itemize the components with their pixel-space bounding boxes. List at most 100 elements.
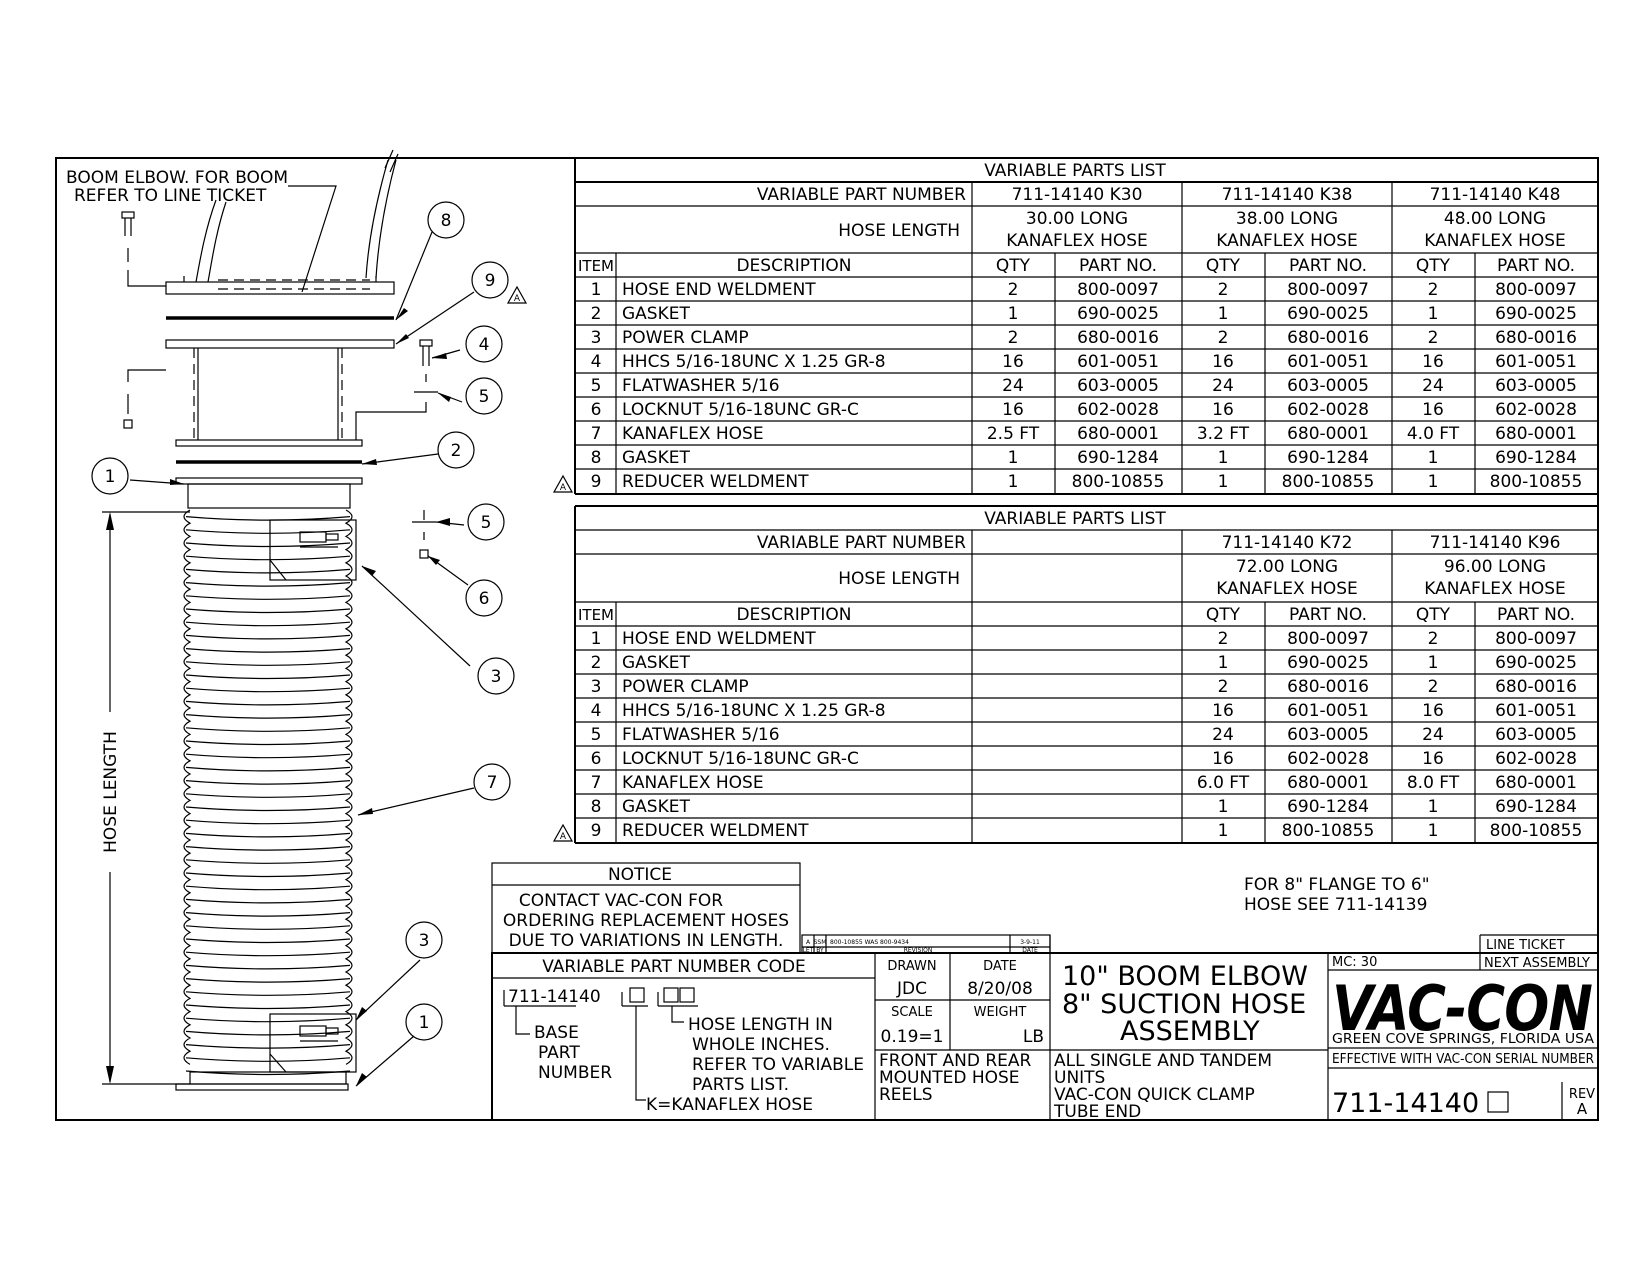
table1-row-cell: 2 [1428, 328, 1439, 348]
svg-text:4: 4 [479, 335, 490, 355]
table1-row-cell: 690-0025 [1495, 304, 1577, 324]
table1-row-item: 6 [591, 400, 602, 420]
top-flange [165, 281, 395, 295]
table1-row-cell: 2 [1008, 280, 1019, 300]
table1-qty-header: QTY [1416, 256, 1451, 276]
balloon-2: 2 [437, 431, 475, 469]
revision-entry-let: A [806, 939, 811, 946]
revision-header-let: LET [803, 947, 814, 954]
vac-con-logo: VAC-CON [1332, 972, 1592, 1045]
vpn-length-label: WHOLE INCHES. [692, 1035, 830, 1055]
table1-row-cell: 2.5 FT [987, 424, 1040, 444]
table1-row-cell: 1 [1428, 448, 1439, 468]
hose-end-weldment-bottom [189, 1071, 347, 1085]
table2-row-cell: 800-10855 [1490, 821, 1583, 841]
table1-row-cell: 680-0016 [1495, 328, 1577, 348]
drawing-number-variant-box [1487, 1091, 1509, 1113]
table2-hose-length-label: HOSE LENGTH [838, 569, 960, 589]
table1-row-cell: 680-0016 [1287, 328, 1369, 348]
table1-row-description: FLATWASHER 5/16 [622, 376, 780, 396]
balloon-3: 3 [477, 657, 515, 695]
balloon-1: 1 [91, 457, 129, 495]
drawn-label: DRAWN [887, 959, 936, 974]
table2-vpn-label: VARIABLE PART NUMBER [757, 533, 966, 553]
table1-row-cell: 602-0028 [1287, 400, 1369, 420]
bolt-icon [121, 211, 166, 287]
table2-row-item: 6 [591, 749, 602, 769]
date-label: DATE [983, 959, 1017, 974]
table1-row-description: KANAFLEX HOSE [622, 424, 764, 444]
table1-qty-header: QTY [1206, 256, 1241, 276]
date-value: 8/20/08 [967, 979, 1033, 999]
table1-row-cell: 1 [1008, 472, 1019, 492]
table2-variant-k96: 711-14140 K96 [1430, 533, 1561, 553]
table1-row-item: 1 [591, 280, 602, 300]
scale-value: 0.19=1 [881, 1027, 944, 1047]
table2-row-description: LOCKNUT 5/16-18UNC GR-C [622, 749, 859, 769]
table1-row-item: 4 [591, 352, 602, 372]
table1-variant-k38: 711-14140 K38 [1222, 185, 1353, 205]
table1-variant-k30: 711-14140 K30 [1012, 185, 1143, 205]
table2-partno-header: PART NO. [1289, 605, 1367, 625]
svg-text:8: 8 [441, 211, 452, 231]
table1-partno-header: PART NO. [1497, 256, 1575, 276]
line-ticket-label: LINE TICKET [1486, 938, 1565, 953]
table2-row-cell: 24 [1212, 725, 1234, 745]
table1-row-cell: 680-0001 [1495, 424, 1577, 444]
table2-row-cell: 24 [1422, 725, 1444, 745]
table1-row-cell: 3.2 FT [1197, 424, 1250, 444]
table1-row-cell: 16 [1422, 400, 1444, 420]
table1-row-cell: 16 [1002, 400, 1024, 420]
table1-row-cell: 2 [1218, 280, 1229, 300]
table1-row-cell: 680-0016 [1077, 328, 1159, 348]
company-location: GREEN COVE SPRINGS, FLORIDA USA [1332, 1032, 1594, 1047]
table2-row-item: 3 [591, 677, 602, 697]
table2-length-k96-line2: KANAFLEX HOSE [1424, 579, 1566, 599]
table1-row-cell: 603-0005 [1287, 376, 1369, 396]
table2-row-cell: 1 [1428, 797, 1439, 817]
table1-row-cell: 16 [1212, 352, 1234, 372]
notice-line3: DUE TO VARIATIONS IN LENGTH. [509, 931, 784, 951]
table2-row-cell: 8.0 FT [1407, 773, 1460, 793]
application-line2: MOUNTED HOSE [879, 1068, 1020, 1088]
table1-row-cell: 800-10855 [1072, 472, 1165, 492]
table2-row-cell: 800-0097 [1495, 629, 1577, 649]
table2-item-header: ITEM [578, 606, 614, 624]
table2-row-cell: 602-0028 [1287, 749, 1369, 769]
balloon-3: 3 [405, 921, 443, 959]
table1-row-cell: 4.0 FT [1407, 424, 1460, 444]
effective-serial-label: EFFECTIVE WITH VAC-CON SERIAL NUMBER [1332, 1052, 1594, 1067]
svg-text:1: 1 [419, 1013, 430, 1033]
table2-row-item: 4 [591, 701, 602, 721]
table1-variant-k48: 711-14140 K48 [1430, 185, 1561, 205]
table1-row-cell: 690-1284 [1077, 448, 1159, 468]
revision-flag-row9: A [552, 474, 574, 493]
boom-elbow-callout-line2: REFER TO LINE TICKET [74, 186, 267, 206]
table2-row-item: 9 [591, 821, 602, 841]
balloon-8: 8 [427, 201, 465, 239]
notice-line1: CONTACT VAC-CON FOR [519, 891, 723, 911]
bolt-icon [355, 339, 438, 440]
table2-title: VARIABLE PARTS LIST [984, 509, 1166, 529]
table1-length-k38-line2: KANAFLEX HOSE [1216, 231, 1358, 251]
table2-row-cell: 2 [1428, 629, 1439, 649]
revision-entry-date: 3-9-11 [1020, 939, 1040, 946]
table1-length-k30-line2: KANAFLEX HOSE [1006, 231, 1148, 251]
table1-row-cell: 16 [1212, 400, 1234, 420]
notice-line2: ORDERING REPLACEMENT HOSES [503, 911, 789, 931]
units-line4: TUBE END [1053, 1102, 1141, 1122]
vpn-length-label: REFER TO VARIABLE [692, 1055, 864, 1075]
units-line3: VAC-CON QUICK CLAMP [1054, 1085, 1255, 1105]
washer-nut-icon [412, 510, 436, 559]
table2-row-cell: 690-0025 [1495, 653, 1577, 673]
table2-row-item: 7 [591, 773, 602, 793]
vpn-length-label: HOSE LENGTH IN [688, 1015, 833, 1035]
svg-text:6: 6 [479, 589, 490, 609]
revision-block: A SSM 800-10855 WAS 800-9434 3-9-11 LET … [801, 934, 1051, 954]
revision-flag-9: A [506, 285, 528, 304]
drawing-title-line3: ASSEMBLY [1120, 1016, 1260, 1047]
kanaflex-hose [183, 509, 353, 1076]
table2-row-cell: 16 [1422, 701, 1444, 721]
